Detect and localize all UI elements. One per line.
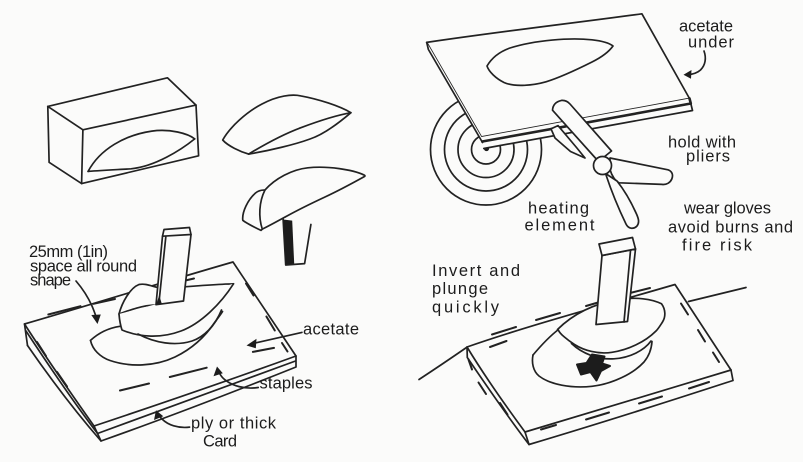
svg-text:wear gloves: wear gloves (683, 200, 771, 218)
svg-text:acetate: acetate (303, 321, 359, 339)
svg-text:quickly: quickly (432, 299, 500, 317)
svg-text:staples: staples (260, 375, 313, 393)
svg-text:Invert and: Invert and (432, 262, 520, 280)
svg-text:fire risk: fire risk (682, 237, 753, 255)
svg-text:Card: Card (203, 433, 237, 451)
svg-text:under: under (688, 34, 735, 52)
svg-text:avoid burns and: avoid burns and (668, 219, 793, 237)
svg-text:pliers: pliers (686, 148, 730, 166)
svg-text:ply or thick: ply or thick (191, 415, 277, 433)
svg-text:acetate: acetate (679, 18, 733, 36)
svg-text:hold with: hold with (668, 134, 736, 152)
svg-text:heating: heating (528, 200, 589, 218)
svg-text:25mm (1in): 25mm (1in) (29, 243, 108, 261)
svg-text:element: element (525, 217, 595, 235)
svg-text:shape: shape (30, 272, 71, 290)
svg-text:space all round: space all round (30, 258, 137, 276)
svg-text:plunge: plunge (432, 280, 488, 298)
